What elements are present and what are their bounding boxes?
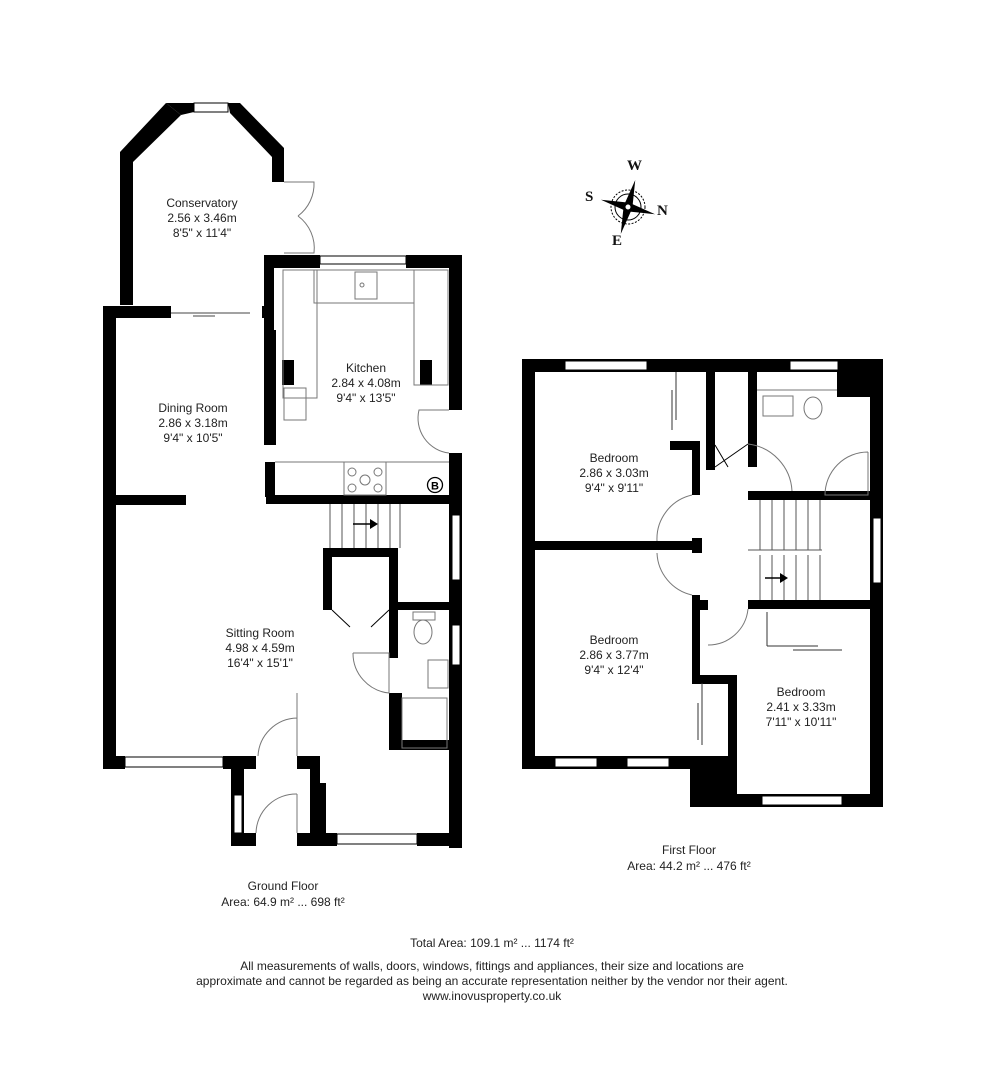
compass-east-label: E <box>612 233 623 249</box>
disclaimer: All measurements of walls, doors, window… <box>0 959 984 1004</box>
website-link[interactable]: www.inovusproperty.co.uk <box>422 989 562 1003</box>
stair-arrow-icon <box>353 519 378 529</box>
boiler-icon <box>426 476 444 494</box>
ground-floor-windows <box>124 102 461 845</box>
boiler-label: B <box>431 481 439 493</box>
compass-south-label: S <box>585 189 594 205</box>
compass-icon <box>600 179 656 235</box>
compass-west-label: W <box>627 158 642 174</box>
total-area: Total Area: 109.1 m² ... 1174 ft² <box>410 936 574 950</box>
compass-north-label: N <box>657 203 668 219</box>
first-floor-fixtures <box>656 372 869 745</box>
ground-floor-walls <box>103 103 462 848</box>
first-floor-windows <box>554 360 882 806</box>
ground-floor-fixtures <box>171 181 450 834</box>
first-floor-stair-arrow-icon <box>765 573 788 583</box>
